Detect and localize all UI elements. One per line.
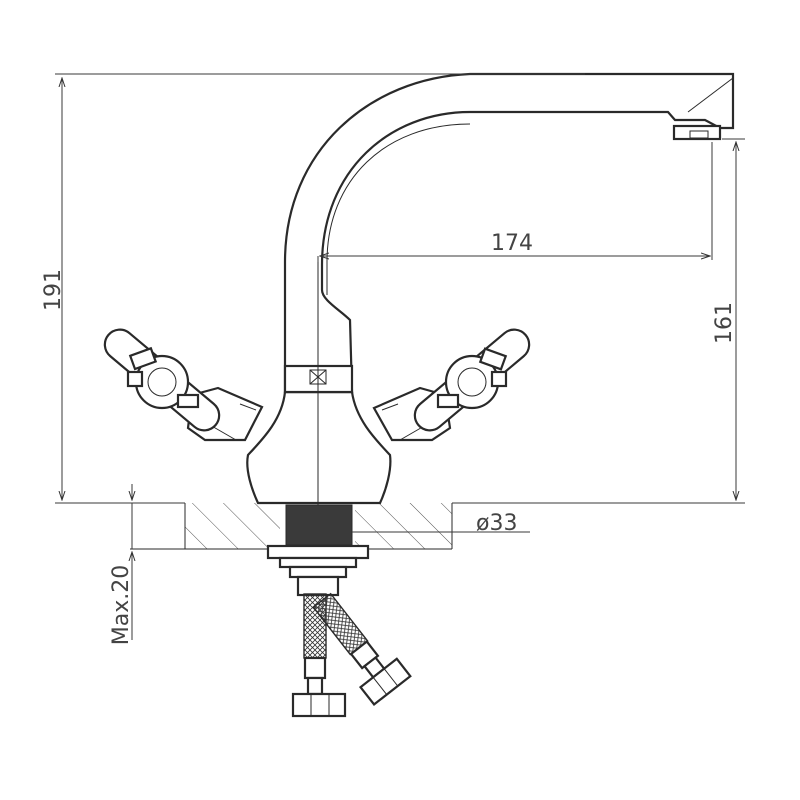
right-handle	[372, 328, 531, 442]
countertop-section	[130, 503, 453, 550]
faucet-body	[246, 390, 392, 505]
supply-hoses	[291, 592, 412, 718]
dimension-d33-label: ø33	[476, 511, 517, 536]
mounting-shank	[266, 504, 370, 597]
dimension-spout-height: 161	[712, 138, 745, 500]
dimension-max-thickness: Max.20	[109, 484, 134, 645]
dimension-hole-diameter: ø33	[352, 511, 530, 536]
dimension-161-label: 161	[712, 302, 737, 344]
dimension-174-label: 174	[491, 231, 533, 256]
dimension-191-label: 191	[41, 269, 66, 311]
left-handle	[103, 328, 264, 442]
dimension-spout-reach: 174	[317, 142, 713, 262]
dimension-overall-height: 191	[41, 73, 745, 504]
dimension-max20-label: Max.20	[109, 565, 134, 645]
